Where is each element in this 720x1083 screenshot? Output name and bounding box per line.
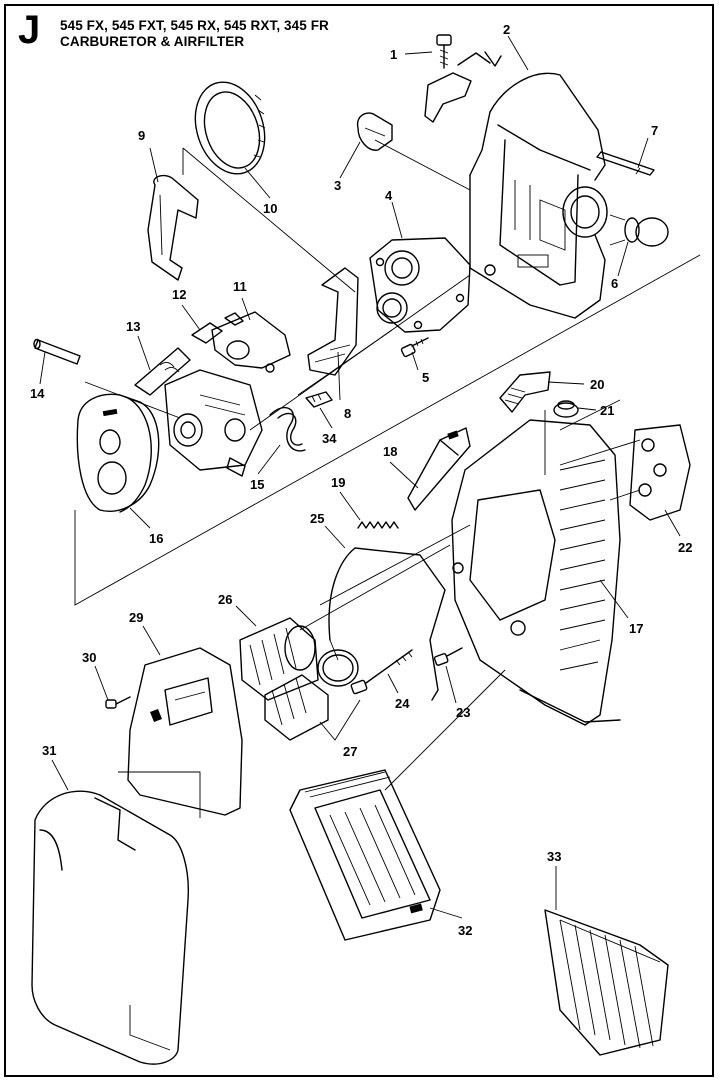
callout-14: 14 bbox=[30, 386, 45, 401]
part-1-screw bbox=[424, 34, 502, 123]
callout-13: 13 bbox=[126, 319, 140, 334]
part-12-clip bbox=[191, 322, 223, 344]
part-32-panel-filter bbox=[289, 769, 441, 941]
part-30-screw bbox=[105, 696, 131, 709]
page-border bbox=[4, 4, 714, 1077]
assembly-guide-lines bbox=[74, 139, 701, 818]
callout-5: 5 bbox=[422, 370, 429, 385]
part-27-boot-ring bbox=[264, 649, 361, 741]
callout-31: 31 bbox=[42, 743, 56, 758]
callout-2: 2 bbox=[503, 22, 510, 37]
callout-16: 16 bbox=[149, 531, 163, 546]
carburetor-body bbox=[164, 369, 263, 477]
callout-33: 33 bbox=[547, 849, 561, 864]
callout-23: 23 bbox=[456, 705, 470, 720]
callout-27: 27 bbox=[343, 744, 357, 759]
callout-25: 25 bbox=[310, 511, 324, 526]
callout-30: 30 bbox=[82, 650, 96, 665]
part-33-pleated-filter bbox=[544, 909, 669, 1056]
part-15-tube bbox=[269, 406, 306, 452]
callout-15: 15 bbox=[250, 477, 264, 492]
callout-18: 18 bbox=[383, 444, 397, 459]
part-6-primer bbox=[609, 214, 669, 247]
callout-1: 1 bbox=[390, 47, 397, 62]
callout-20: 20 bbox=[590, 377, 604, 392]
callout-21: 21 bbox=[600, 403, 614, 418]
part-14-tube bbox=[33, 338, 81, 365]
callout-8: 8 bbox=[344, 406, 351, 421]
callout-29: 29 bbox=[129, 610, 143, 625]
part-26-boot bbox=[239, 617, 319, 701]
part-13-lever bbox=[134, 347, 191, 396]
callout-4: 4 bbox=[385, 188, 393, 203]
part-16-air-horn bbox=[76, 393, 160, 513]
part-9-bracket bbox=[147, 174, 199, 281]
part-5-screw bbox=[400, 337, 429, 358]
callout-22: 22 bbox=[678, 540, 692, 555]
diagram-subtitle: CARBURETOR & AIRFILTER bbox=[60, 34, 245, 49]
part-29-filter-holder bbox=[127, 647, 243, 816]
callout-26: 26 bbox=[218, 592, 232, 607]
callout-7: 7 bbox=[651, 123, 658, 138]
part-23-screw bbox=[433, 647, 463, 666]
tank-fitting bbox=[562, 186, 608, 238]
part-31-cover bbox=[31, 790, 190, 1065]
callout-17: 17 bbox=[629, 621, 643, 636]
callout-32: 32 bbox=[458, 923, 472, 938]
part-22-cap bbox=[629, 424, 691, 521]
callout-3: 3 bbox=[334, 178, 341, 193]
section-letter: J bbox=[18, 8, 41, 52]
callout-19: 19 bbox=[331, 475, 345, 490]
callout-numbers: 1 2 3 4 5 6 7 8 9 10 11 12 13 14 15 16 1… bbox=[30, 22, 692, 938]
callout-leaders bbox=[39, 35, 681, 919]
callout-6: 6 bbox=[611, 276, 618, 291]
part-8-gasket bbox=[307, 267, 359, 376]
callout-34: 34 bbox=[322, 431, 337, 446]
callout-24: 24 bbox=[395, 696, 410, 711]
part-3-clip bbox=[356, 112, 393, 151]
callout-11: 11 bbox=[233, 279, 247, 294]
callout-12: 12 bbox=[172, 287, 186, 302]
callout-10: 10 bbox=[263, 201, 277, 216]
callout-9: 9 bbox=[138, 128, 145, 143]
part-24-bolt bbox=[350, 649, 413, 695]
part-4-intake bbox=[369, 237, 471, 333]
part-19-spring bbox=[357, 521, 399, 529]
part-18-trigger bbox=[407, 427, 471, 511]
part-20-latch bbox=[499, 371, 551, 413]
part-2-frame bbox=[469, 72, 606, 319]
part-17-housing bbox=[451, 419, 621, 726]
model-list: 545 FX, 545 FXT, 545 RX, 545 RXT, 345 FR bbox=[60, 18, 329, 33]
part-21-grommet bbox=[553, 400, 579, 418]
part-7-pin bbox=[596, 151, 655, 176]
part-25-wire bbox=[328, 547, 446, 701]
part-34-clips bbox=[305, 391, 333, 408]
part-10-ring bbox=[194, 81, 266, 175]
part-11-linkage bbox=[211, 311, 291, 373]
